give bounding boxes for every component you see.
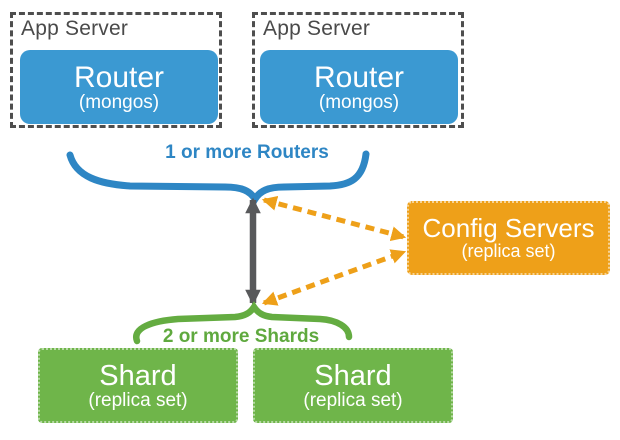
router-subtitle: (mongos) [78,91,160,113]
router-title: Router [73,60,165,94]
shard-node-2: Shard (replica set) [253,348,453,423]
shards-count-label: 2 or more Shards [162,326,320,347]
config-servers-node: Config Servers (replica set) [407,201,610,275]
config-arrow-lower [261,249,407,306]
routers-count-label: 1 or more Routers [165,142,329,163]
shard-node-1: Shard (replica set) [38,348,238,423]
shard-subtitle: (replica set) [303,389,403,411]
shard-title: Shard [99,359,177,392]
app-server-box-2: App Server [252,12,464,128]
app-server-label: App Server [263,17,371,40]
app-server-box-1: App Server [10,12,222,128]
router-node-2: Router (mongos) [260,50,458,124]
app-server-label: App Server [21,17,129,40]
config-arrow-upper [261,196,407,241]
router-title: Router [313,60,405,94]
router-node-1: Router (mongos) [20,50,218,124]
config-servers-subtitle: (replica set) [461,241,556,262]
config-servers-title: Config Servers [422,213,595,244]
shard-title: Shard [314,359,392,392]
shard-subtitle: (replica set) [88,389,188,411]
router-subtitle: (mongos) [318,91,400,113]
